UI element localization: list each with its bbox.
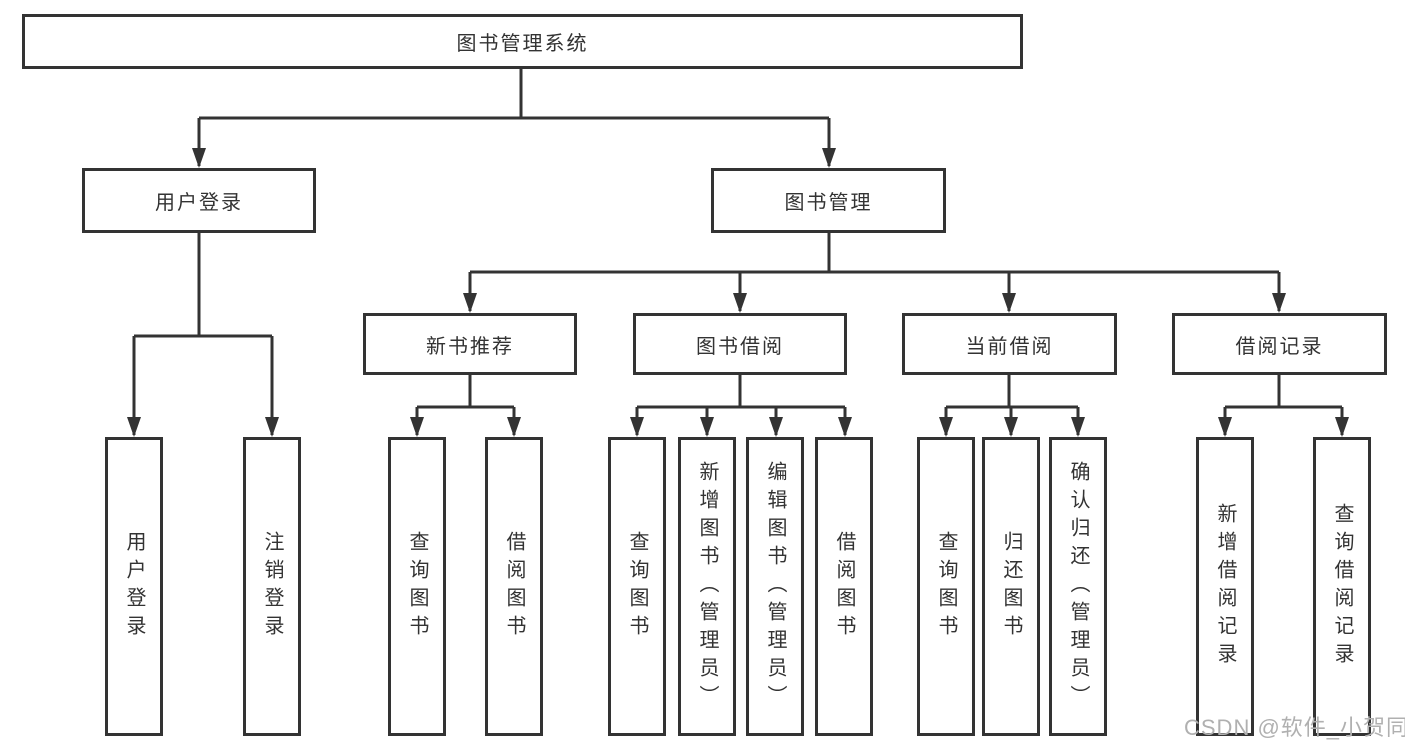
leaf-query-books-recommend: 查询图书 xyxy=(388,437,446,736)
node-new-book-recommend: 新书推荐 xyxy=(363,313,577,375)
connector-stems xyxy=(132,68,1344,435)
leaf-borrow-books-recommend: 借阅图书 xyxy=(485,437,543,736)
leaf-add-book-admin: 新增图书（管理员） xyxy=(678,437,736,736)
leaf-logout-login: 注销登录 xyxy=(243,437,301,736)
leaf-user-login: 用户登录 xyxy=(105,437,163,736)
node-borrowing-records: 借阅记录 xyxy=(1172,313,1387,375)
leaf-query-books-current: 查询图书 xyxy=(917,437,975,736)
leaf-add-borrow-record: 新增借阅记录 xyxy=(1196,437,1254,736)
csdn-watermark: CSDN @软件_小贺同学 xyxy=(1184,715,1405,740)
leaf-query-books-borrowing: 查询图书 xyxy=(608,437,666,736)
node-user-login: 用户登录 xyxy=(82,168,316,233)
node-current-borrowing: 当前借阅 xyxy=(902,313,1117,375)
leaf-query-borrow-record: 查询借阅记录 xyxy=(1313,437,1371,736)
leaf-confirm-return-admin: 确认归还（管理员） xyxy=(1049,437,1107,736)
leaf-return-books: 归还图书 xyxy=(982,437,1040,736)
node-root-title: 图书管理系统 xyxy=(22,14,1023,69)
leaf-edit-book-admin: 编辑图书（管理员） xyxy=(746,437,804,736)
node-book-management: 图书管理 xyxy=(711,168,946,233)
node-book-borrowing: 图书借阅 xyxy=(633,313,847,375)
leaf-borrow-books-borrowing: 借阅图书 xyxy=(815,437,873,736)
